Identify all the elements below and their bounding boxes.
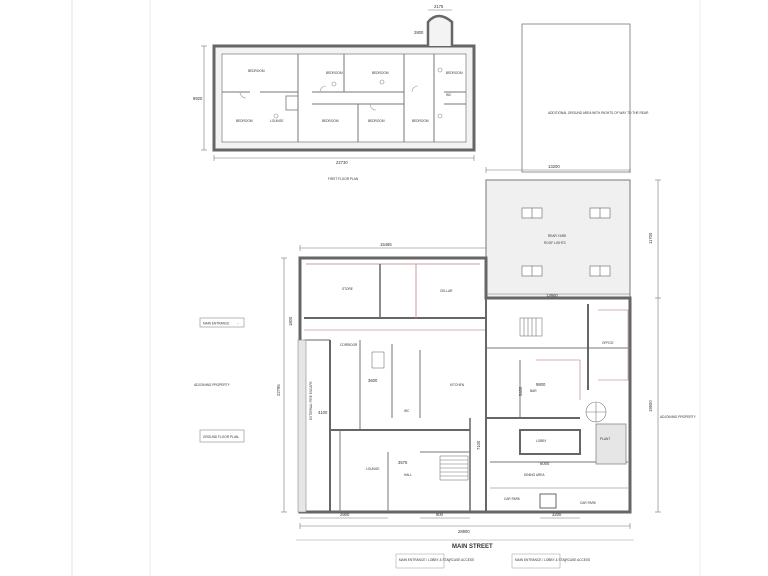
side-note: MAIN ENTRANCE	[203, 322, 229, 326]
external-fire-escape	[297, 339, 307, 513]
drawing-caption: FIRST FLOOR PLAN	[328, 177, 359, 181]
room-label: HALL	[404, 473, 412, 477]
side-note: GROUND FLOOR PLAN	[203, 435, 239, 439]
dimension-label: 13200	[548, 164, 560, 169]
yard-label: REAR YARD	[548, 234, 567, 238]
dimension-label: 8920	[193, 96, 203, 101]
arrow-right-icon: →	[236, 435, 239, 439]
side-note-box	[199, 429, 245, 443]
room-label: LOBBY	[536, 439, 548, 443]
arrow-up-icon: ↑	[564, 559, 566, 564]
dimension-label: 2800	[414, 30, 424, 35]
room-label: BEDROOM	[326, 71, 343, 75]
entrance-lobby	[539, 493, 557, 509]
staircase	[371, 317, 607, 481]
boundary-note: ADDITIONAL GROUND AREA WITH RIGHTS OF WA…	[548, 111, 649, 115]
entrance-note: MAIN ENTRANCE / LOBBY & STAIRCASE ACCESS	[399, 558, 474, 562]
room-label: BEDROOM	[372, 71, 389, 75]
dimension-label: 2175	[434, 4, 444, 9]
room-label: BEDROOM	[322, 119, 339, 123]
dimension-label: 1800	[288, 316, 293, 326]
dimension-label: 13900	[546, 293, 558, 298]
first-floor-dimensions	[201, 9, 475, 161]
dimension-label: 3200	[552, 512, 562, 517]
street-label: MAIN STREET	[452, 544, 493, 550]
roof-lights	[521, 207, 611, 277]
room-label: BEDROOM	[368, 119, 385, 123]
dimension-label: 22730	[336, 160, 348, 165]
arrow-up-icon: ↑	[448, 559, 450, 564]
entrance-note-box	[395, 553, 445, 569]
room-label: CELLAR	[440, 289, 453, 293]
dimension-label: 22795	[276, 384, 281, 396]
first-floor-plan	[212, 14, 476, 152]
entrance-note-box	[511, 553, 561, 569]
dimension-label: 900	[436, 512, 444, 517]
dimension-label: 15465	[380, 242, 392, 247]
entrance-note: MAIN ENTRANCE / LOBBY & STAIRCASE ACCESS	[515, 558, 590, 562]
dimension-label: 4100	[318, 410, 328, 415]
room-label: CAR PARK	[580, 501, 597, 505]
roof-lights-label: ROOF LIGHTS	[544, 241, 566, 245]
dimension-label: 7100	[476, 440, 481, 450]
room-label: BAR	[530, 389, 537, 393]
room-label: KITCHEN	[450, 383, 465, 387]
ground-floor-dimensions	[281, 167, 661, 529]
room-label: STORE	[342, 287, 353, 291]
dimension-label: 3600	[368, 378, 378, 383]
rear-boundary-outline	[521, 23, 631, 173]
room-label: WC	[446, 93, 452, 97]
room-label: WC	[404, 409, 410, 413]
dimension-label: 28900	[458, 529, 470, 534]
room-label: PLANT	[600, 437, 610, 441]
dimension-label: 19500	[648, 400, 653, 412]
dimension-label: 6000	[540, 461, 550, 466]
plant-enclosure	[595, 423, 627, 465]
arrow-right-icon: →	[236, 322, 239, 326]
side-note-box	[199, 317, 245, 328]
rear-yard	[485, 179, 631, 299]
room-label: LOUNGE	[366, 467, 379, 471]
room-label: CAR PARK	[504, 497, 521, 501]
room-label: EXTERNAL FIRE ESCAPE	[309, 381, 313, 420]
room-label: BEDROOM	[446, 71, 463, 75]
room-label: LOUNGE	[270, 119, 283, 123]
room-label: BEDROOM	[412, 119, 429, 123]
dimension-label: 2900	[340, 512, 350, 517]
side-note: ADJOINING PROPERTY	[194, 383, 231, 387]
room-label: BEDROOM	[248, 69, 265, 73]
room-label: DINING AREA	[524, 473, 545, 477]
turret-outline	[426, 14, 454, 46]
room-label: CORRIDOR	[340, 343, 358, 347]
dimension-label: 11700	[648, 232, 653, 244]
dimension-label: 5400	[518, 386, 523, 396]
dimension-label: 3575	[398, 460, 408, 465]
side-note: ADJOINING PROPERTY	[660, 415, 697, 419]
room-label: BEDROOM	[236, 119, 253, 123]
room-label: OFFICE	[602, 341, 614, 345]
dimension-label: 9800	[536, 382, 546, 387]
